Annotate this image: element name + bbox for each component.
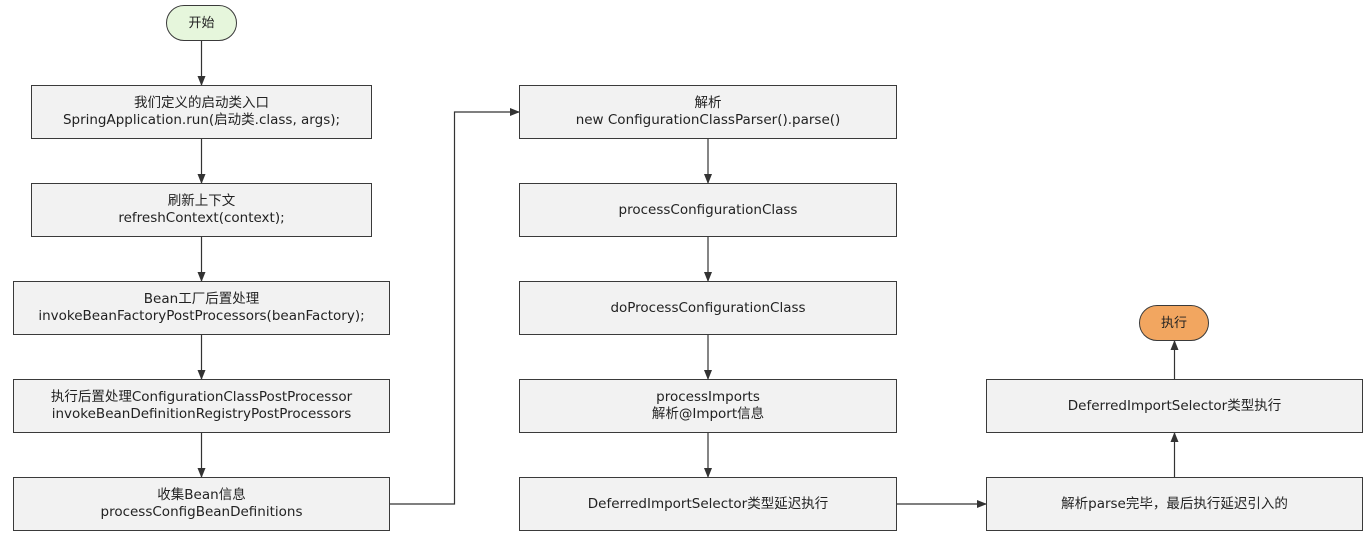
node-parse-line-2: new ConfigurationClassParser().parse() [575, 112, 841, 128]
node-config-class-postprocessor-line-2: invokeBeanDefinitionRegistryPostProcesso… [51, 406, 352, 422]
edge-n5-to-m1 [390, 108, 520, 505]
node-start[interactable]: 开始 [166, 5, 237, 41]
node-refresh-context[interactable]: 刷新上下文 refreshContext(context); [31, 183, 372, 237]
node-run-entry[interactable]: 我们定义的启动类入口 SpringApplication.run(启动类.cla… [31, 85, 372, 139]
node-process-configuration-class-line-1: processConfigurationClass [618, 201, 798, 218]
node-bean-factory-postprocess[interactable]: Bean工厂后置处理 invokeBeanFactoryPostProcesso… [13, 281, 390, 335]
node-parse[interactable]: 解析 new ConfigurationClassParser().parse(… [519, 85, 897, 139]
node-execute-line-1: 执行 [1160, 315, 1187, 331]
node-collect-bean-info[interactable]: 收集Bean信息 processConfigBeanDefinitions [13, 477, 390, 531]
node-config-class-postprocessor[interactable]: 执行后置处理ConfigurationClassPostProcessor in… [13, 379, 390, 433]
node-execute[interactable]: 执行 [1139, 305, 1209, 341]
node-parse-complete-line-1: 解析parse完毕，最后执行延迟引入的 [1061, 495, 1288, 512]
node-parse-complete[interactable]: 解析parse完毕，最后执行延迟引入的 [986, 477, 1363, 531]
node-bean-factory-postprocess-line-1: Bean工厂后置处理 [143, 291, 260, 307]
node-collect-bean-info-line-2: processConfigBeanDefinitions [100, 504, 303, 520]
node-parse-line-1: 解析 [694, 95, 722, 111]
node-config-class-postprocessor-line-1: 执行后置处理ConfigurationClassPostProcessor [50, 389, 353, 405]
node-process-imports-line-2: 解析@Import信息 [651, 406, 765, 422]
node-deferred-import-selector-execute-line-1: DeferredImportSelector类型执行 [1067, 397, 1282, 414]
node-start-line-1: 开始 [188, 15, 215, 31]
node-collect-bean-info-line-1: 收集Bean信息 [157, 487, 246, 503]
node-refresh-context-line-1: 刷新上下文 [167, 193, 236, 209]
node-run-entry-line-2: SpringApplication.run(启动类.class, args); [62, 112, 341, 128]
node-deferred-import-selector-execute[interactable]: DeferredImportSelector类型执行 [986, 379, 1363, 433]
node-run-entry-line-1: 我们定义的启动类入口 [134, 95, 269, 111]
node-process-imports[interactable]: processImports 解析@Import信息 [519, 379, 897, 433]
node-deferred-import-selector-delay[interactable]: DeferredImportSelector类型延迟执行 [519, 477, 897, 531]
node-bean-factory-postprocess-line-2: invokeBeanFactoryPostProcessors(beanFact… [38, 308, 365, 324]
node-do-process-configuration-class[interactable]: doProcessConfigurationClass [519, 281, 897, 335]
node-process-imports-line-1: processImports [656, 389, 760, 405]
node-deferred-import-selector-delay-line-1: DeferredImportSelector类型延迟执行 [587, 495, 829, 512]
node-refresh-context-line-2: refreshContext(context); [118, 210, 285, 226]
node-process-configuration-class[interactable]: processConfigurationClass [519, 183, 897, 237]
node-do-process-configuration-class-line-1: doProcessConfigurationClass [610, 299, 806, 316]
